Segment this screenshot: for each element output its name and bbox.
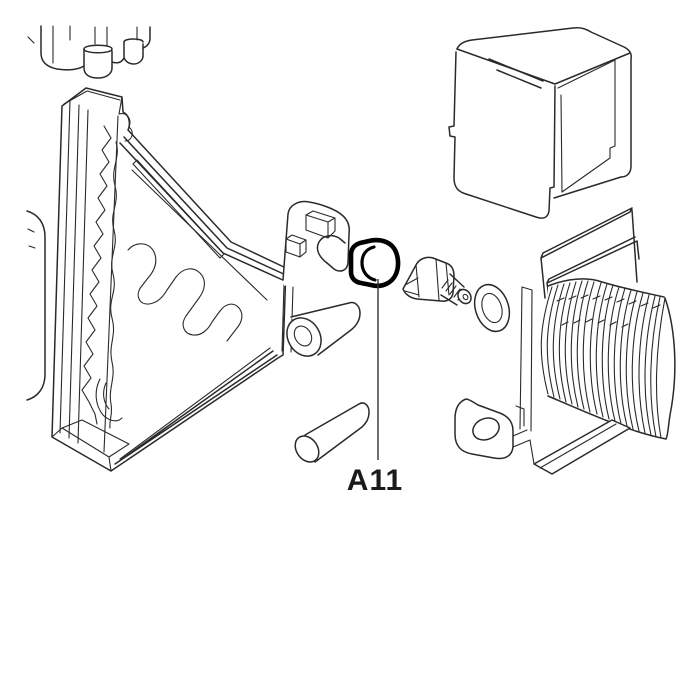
fill bbox=[305, 404, 367, 462]
wavy-cutout bbox=[127, 243, 243, 342]
callout-a11[interactable]: A11 bbox=[347, 279, 403, 497]
bushing-outline bbox=[348, 237, 401, 289]
lug bbox=[123, 41, 144, 65]
lug-top bbox=[123, 38, 144, 43]
hex-head bbox=[402, 256, 455, 302]
callout-label[interactable]: A11 bbox=[347, 464, 403, 497]
fill bbox=[283, 201, 350, 286]
outline bbox=[282, 200, 350, 281]
wave-strip bbox=[109, 141, 118, 429]
inner-channel bbox=[557, 59, 616, 193]
part-cover-clip bbox=[448, 27, 632, 219]
tip-bore bbox=[462, 293, 469, 301]
accent-lines bbox=[488, 58, 544, 89]
fill bbox=[291, 303, 358, 355]
washer-inner bbox=[481, 292, 503, 324]
outline bbox=[26, 210, 46, 401]
bottom-arm-lines bbox=[114, 350, 278, 465]
back-plate bbox=[540, 207, 638, 299]
part-drum-fragment bbox=[26, 210, 46, 401]
part-support-bracket bbox=[51, 87, 294, 472]
rail-top-bevel bbox=[63, 90, 123, 115]
lug bbox=[83, 48, 113, 79]
part-pivot-pin bbox=[294, 402, 370, 463]
detail bbox=[27, 25, 138, 64]
side-tab bbox=[285, 234, 307, 258]
threads bbox=[441, 279, 465, 301]
inner-opening bbox=[119, 169, 271, 460]
hose-corrugations bbox=[540, 280, 666, 439]
key-notch bbox=[305, 210, 336, 239]
bore bbox=[293, 325, 313, 347]
upright-strip bbox=[519, 286, 533, 432]
part-roller-sleeve bbox=[286, 301, 361, 357]
stem bbox=[440, 273, 465, 306]
outline bbox=[40, 25, 85, 71]
base-detail bbox=[529, 423, 617, 469]
lower-curl bbox=[95, 378, 123, 422]
serration bbox=[81, 125, 112, 425]
arm-slot bbox=[132, 159, 225, 259]
lug-hole bbox=[472, 417, 500, 441]
base-floor bbox=[51, 419, 130, 472]
part-latch-clip bbox=[282, 200, 350, 286]
tube-outline bbox=[290, 301, 361, 356]
base-strip bbox=[533, 419, 631, 475]
front-plate bbox=[546, 236, 640, 304]
detail bbox=[111, 57, 125, 64]
pin-outline bbox=[304, 402, 370, 463]
arm-knob bbox=[118, 113, 133, 142]
end-face bbox=[286, 317, 322, 357]
part-bushing-a11[interactable] bbox=[348, 237, 401, 289]
right-bottom-edge bbox=[553, 176, 622, 199]
outline bbox=[142, 26, 151, 49]
hook-mouth bbox=[316, 234, 346, 264]
rail-lines bbox=[59, 99, 119, 453]
lug-top bbox=[83, 44, 113, 54]
detail bbox=[27, 228, 36, 249]
part-upper-housing-fragment bbox=[27, 25, 151, 79]
part-hose-bracket-assembly bbox=[454, 207, 676, 475]
front-face bbox=[448, 51, 556, 219]
part-nozzle-fitting bbox=[402, 256, 472, 306]
bushing-rim bbox=[360, 245, 377, 282]
end-face bbox=[294, 435, 320, 463]
riser-step bbox=[512, 405, 531, 448]
stem-tip bbox=[457, 288, 472, 305]
outer-top-right bbox=[456, 27, 632, 178]
hex-facets bbox=[404, 258, 450, 301]
hose-crest-dashes bbox=[556, 294, 661, 328]
part-washer bbox=[473, 283, 511, 333]
